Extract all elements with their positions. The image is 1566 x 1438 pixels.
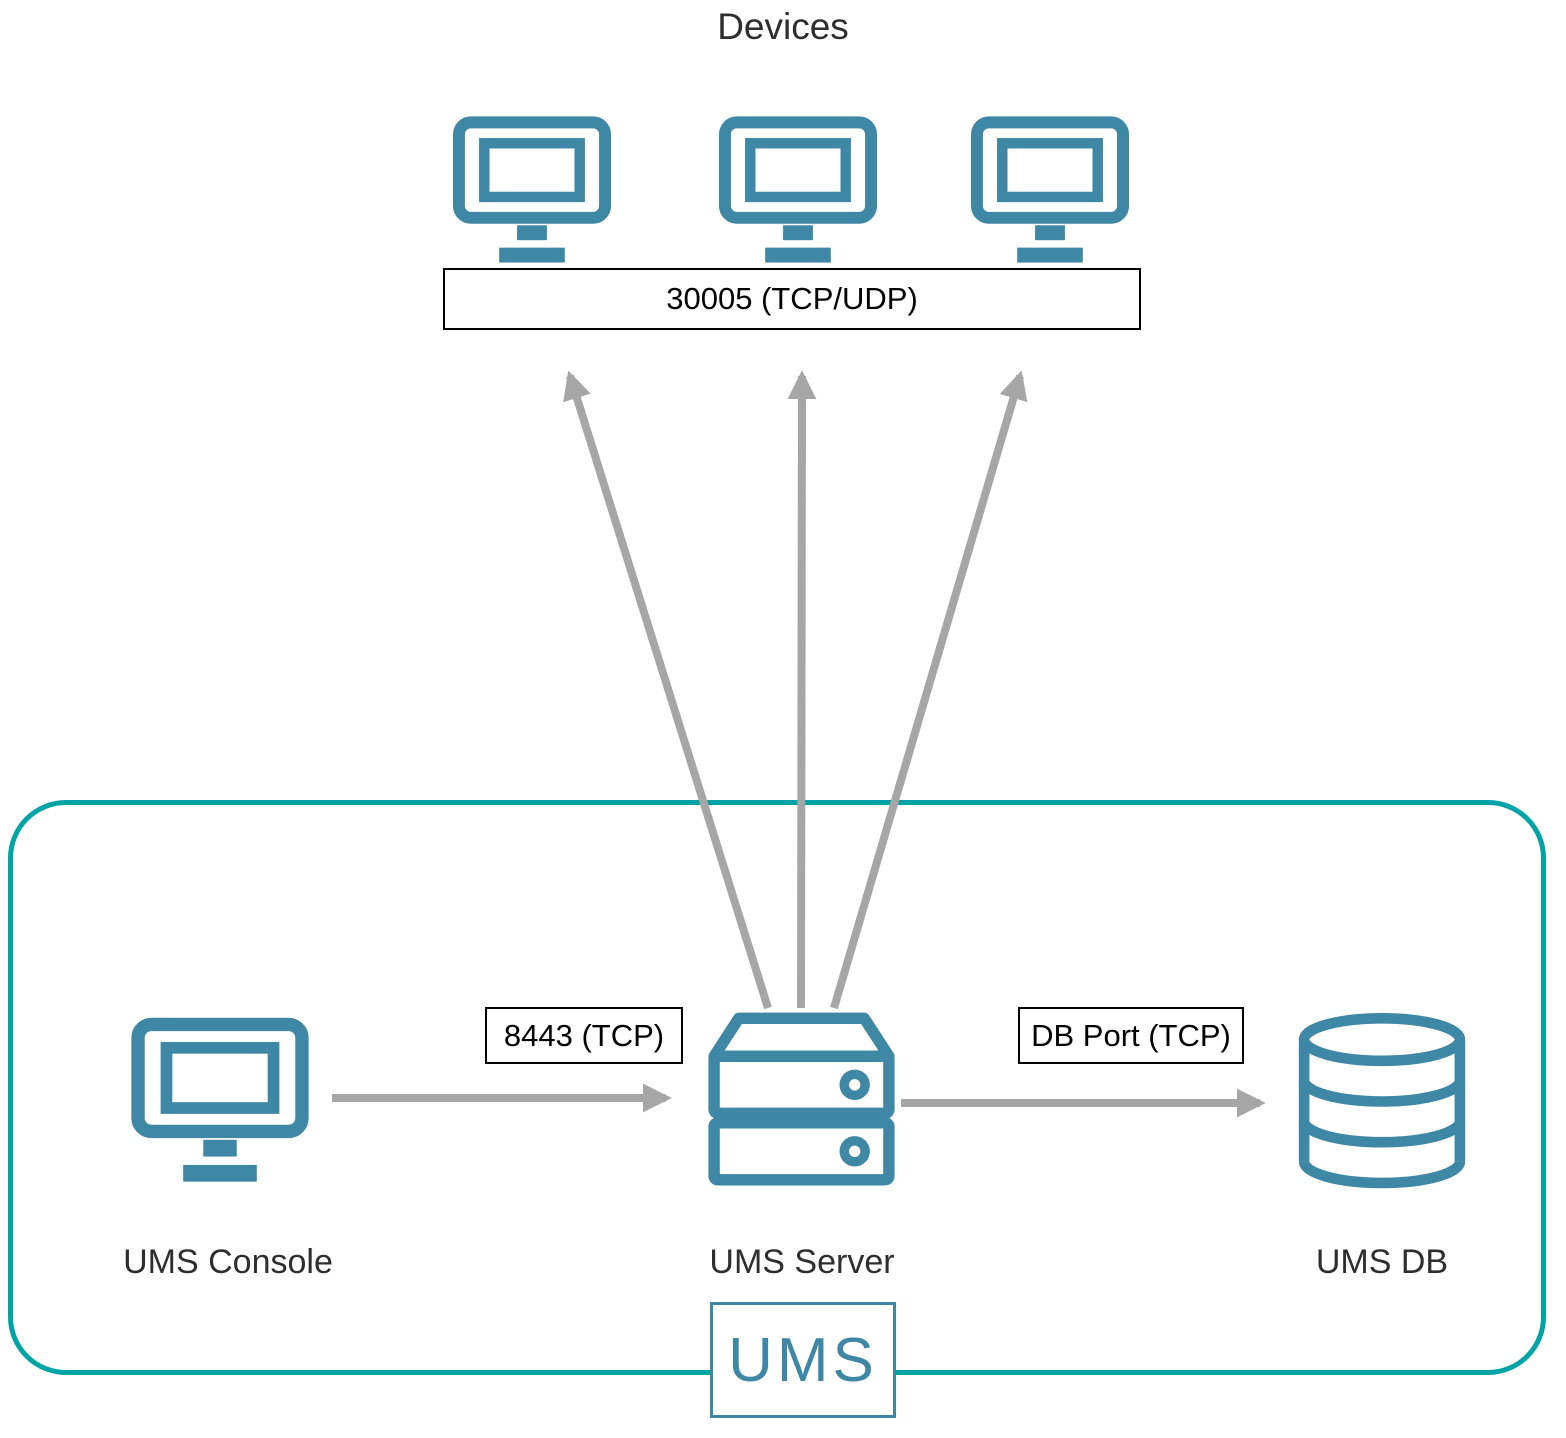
ums-server-label: UMS Server <box>709 1243 895 1281</box>
monitor-icon <box>452 116 612 263</box>
database-cylinder-icon <box>1298 1013 1466 1189</box>
devices-port-label: 30005 (TCP/UDP) <box>443 268 1141 330</box>
devices-title: Devices <box>717 6 849 47</box>
server-stack-icon <box>708 1012 895 1186</box>
server-db-port-label: DB Port (TCP) <box>1018 1007 1244 1064</box>
console-server-port-label: 8443 (TCP) <box>485 1007 683 1064</box>
arrow-server-to-device-2 <box>787 370 817 1009</box>
arrow-server-to-device-3 <box>830 370 1028 1010</box>
ums-db-label: UMS DB <box>1315 1243 1449 1281</box>
monitor-icon <box>131 1017 309 1182</box>
monitor-icon <box>718 116 878 263</box>
monitor-icon <box>970 116 1130 263</box>
ums-console-label: UMS Console <box>123 1243 333 1281</box>
ums-logo: UMS <box>710 1302 896 1418</box>
arrow-server-to-device-1 <box>563 370 772 1010</box>
